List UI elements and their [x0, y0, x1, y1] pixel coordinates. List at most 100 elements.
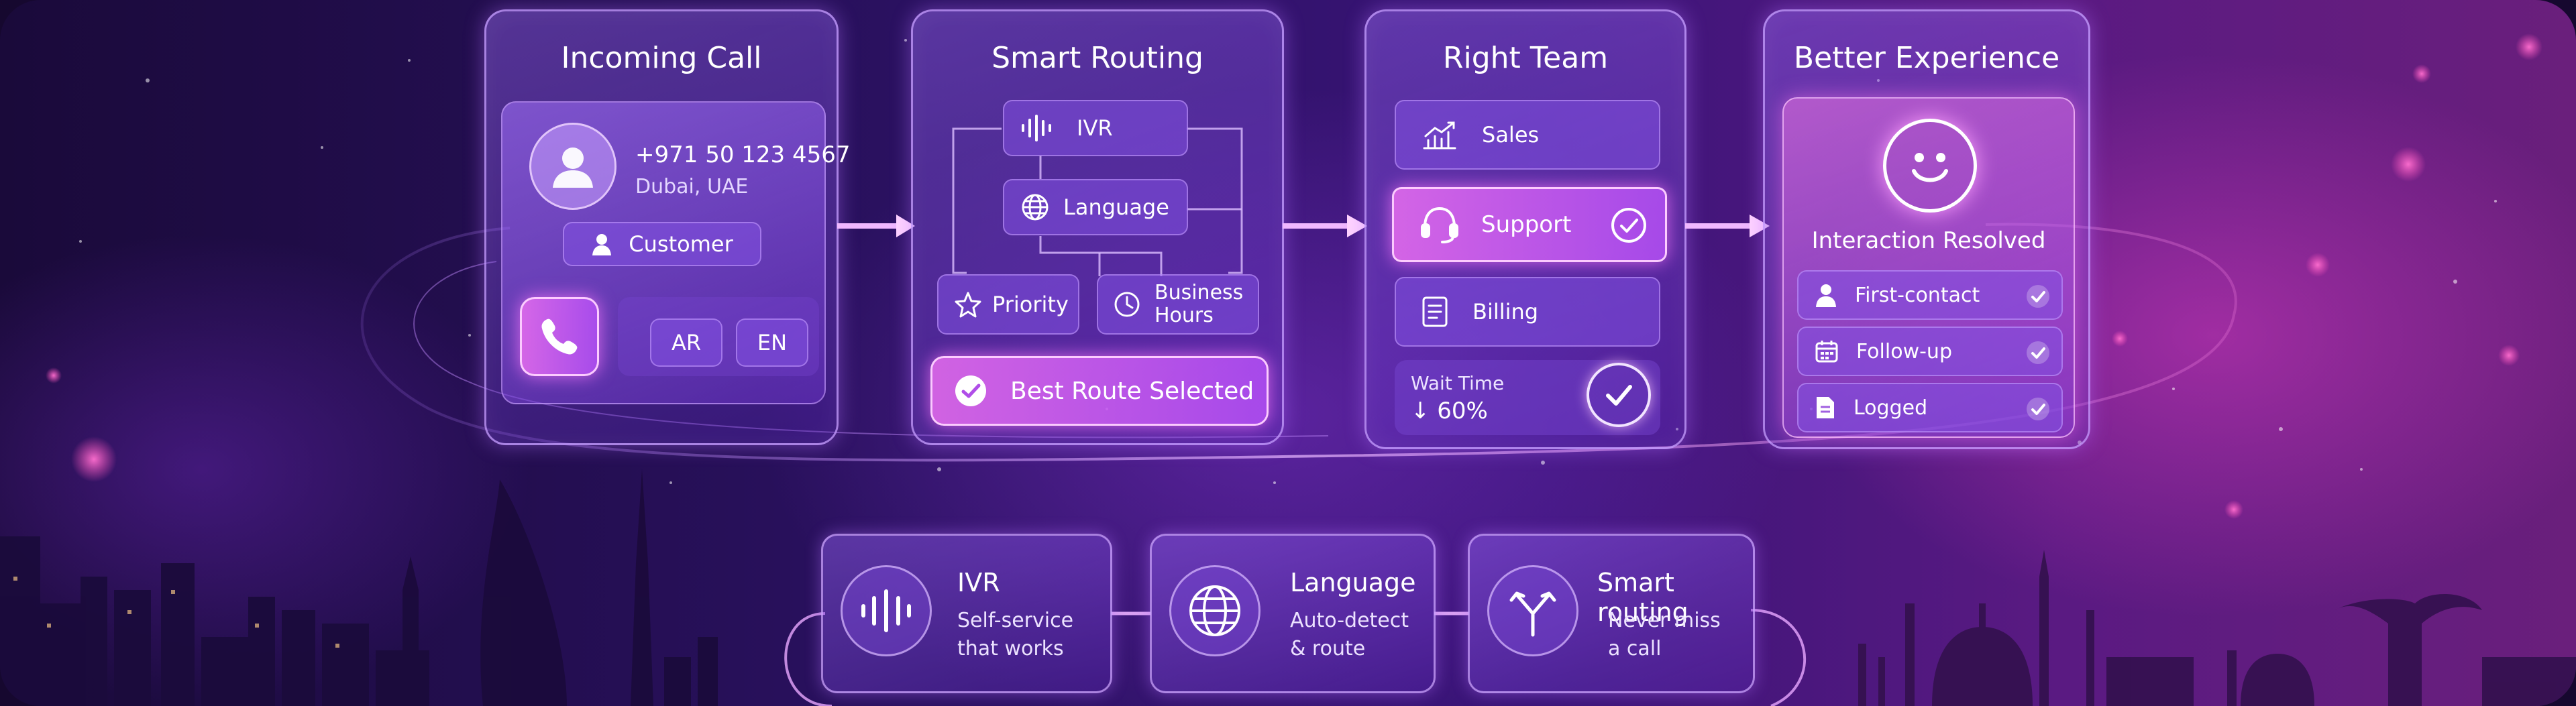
glow-orb — [71, 436, 117, 482]
routing-connectors — [952, 127, 1243, 276]
globe-icon — [1169, 565, 1260, 656]
language-chip-en[interactable]: EN — [736, 318, 808, 367]
person-icon — [1816, 284, 1836, 307]
business-hours-line: Business — [1155, 281, 1244, 304]
check-circle-icon — [2025, 340, 2051, 371]
business-hours-line: Hours — [1155, 304, 1214, 327]
stage-title: Better Experience — [1793, 41, 2060, 75]
waveform-icon — [1022, 115, 1051, 141]
feature-title: Smart routing — [1597, 568, 1688, 627]
feature-description-line: a call — [1608, 637, 1662, 660]
routing-node-label: Priority — [992, 292, 1069, 317]
flow-arrow — [837, 215, 915, 237]
caller-phone: +971 50 123 4567 — [635, 141, 851, 168]
feature-description-line: that works — [957, 637, 1064, 660]
feature-tile-ivr[interactable]: IVR Self-service that works — [821, 534, 1112, 693]
mosque-skyline — [1858, 550, 2576, 706]
waveform-icon — [841, 565, 932, 656]
feature-description: Auto-detect & route — [1290, 607, 1409, 663]
wait-time-label: Wait Time — [1411, 372, 1505, 394]
wait-time-value: ↓ 60% — [1411, 398, 1488, 424]
orbit-glow — [413, 261, 1329, 438]
calendar-icon — [1815, 341, 1838, 363]
orbit-glow — [360, 223, 2237, 462]
person-icon — [553, 148, 593, 188]
routing-node-language[interactable]: Language — [1003, 179, 1188, 235]
routing-node-business-hours[interactable]: Business Hours — [1097, 274, 1259, 335]
smiley-face-icon — [1883, 119, 1977, 213]
team-option-support[interactable]: Support — [1392, 187, 1667, 262]
document-icon — [1817, 397, 1834, 418]
stage-title: Incoming Call — [561, 41, 762, 75]
person-icon — [592, 234, 612, 255]
feature-tile-language[interactable]: Language Auto-detect & route — [1150, 534, 1436, 693]
best-route-selected-badge[interactable]: Best Route Selected — [930, 356, 1269, 426]
document-icon — [1422, 296, 1448, 327]
flow-arrow — [1283, 215, 1367, 237]
business-hours-text: Business Hours — [1155, 282, 1243, 327]
glow-orb — [2224, 500, 2243, 519]
stage-title: Right Team — [1442, 41, 1609, 75]
glow-orb — [2306, 253, 2330, 277]
caller-location: Dubai, UAE — [635, 175, 749, 198]
language-chip-ar[interactable]: AR — [650, 318, 722, 367]
check-circle-icon — [2025, 284, 2051, 314]
feature-description-line: Self-service — [957, 609, 1074, 632]
caller-avatar — [529, 123, 616, 210]
feature-description: Self-service that works — [957, 607, 1073, 663]
feature-tile-smart-routing[interactable]: Smart routing Never miss a call — [1468, 534, 1755, 693]
routing-node-priority[interactable]: Priority — [937, 274, 1079, 335]
glow-orb — [46, 367, 62, 384]
check-circle-icon — [2025, 396, 2051, 427]
wait-time-check-icon — [1587, 363, 1651, 427]
customer-tag: Customer — [563, 222, 761, 266]
team-option-sales[interactable]: Sales — [1395, 100, 1660, 170]
wait-time-panel: Wait Time ↓ 60% — [1395, 360, 1660, 435]
caller-panel: +971 50 123 4567 Dubai, UAE Customer AR … — [501, 101, 851, 404]
phone-icon — [541, 318, 578, 355]
stage-title: Smart Routing — [991, 41, 1203, 75]
selected-check-icon — [1610, 207, 1648, 244]
feature-title: IVR — [957, 568, 1000, 597]
skyline-lights — [13, 577, 339, 648]
check-circle-icon — [955, 375, 986, 406]
routing-node-label: Language — [1063, 194, 1169, 220]
routing-node-ivr[interactable]: IVR — [1003, 100, 1188, 156]
globe-icon — [1022, 194, 1049, 221]
outcome-label: First-contact — [1855, 283, 1980, 307]
outcome-label: Follow-up — [1856, 339, 1952, 363]
glow-orb — [2498, 345, 2520, 366]
outcome-first-contact: First-contact — [1797, 270, 2063, 320]
dubai-skyline — [0, 469, 718, 706]
customer-label: Customer — [629, 231, 733, 257]
team-label: Sales — [1482, 122, 1540, 148]
team-label: Billing — [1472, 299, 1539, 325]
feature-description-line: & route — [1290, 637, 1366, 660]
split-arrow-icon — [1487, 565, 1578, 656]
star-icon — [955, 292, 981, 318]
answer-call-button[interactable] — [520, 297, 599, 376]
team-option-billing[interactable]: Billing — [1395, 277, 1660, 347]
resolution-panel: Interaction Resolved First-contact Follo… — [1782, 97, 2075, 438]
interaction-resolved-label: Interaction Resolved — [1811, 227, 2046, 254]
stage-right-team: Right Team Sales Support Billing Wait Ti… — [1364, 9, 1686, 449]
flow-arrow — [1685, 215, 1770, 237]
stage-smart-routing: Smart Routing IVR Language Priority — [911, 9, 1284, 445]
glow-orb — [2391, 147, 2426, 182]
feature-title: Language — [1290, 568, 1416, 597]
feature-description-line: Auto-detect — [1290, 609, 1409, 632]
clock-icon — [1114, 292, 1140, 317]
feature-ring-glow — [784, 609, 1807, 706]
feature-description-line: Never miss — [1608, 609, 1721, 632]
glow-orb — [2112, 331, 2128, 347]
chart-up-icon — [1423, 121, 1456, 150]
outcome-follow-up: Follow-up — [1797, 327, 2063, 376]
outcome-label: Logged — [1854, 396, 1928, 420]
outcome-logged: Logged — [1797, 383, 2063, 432]
team-label: Support — [1481, 211, 1572, 238]
headset-icon — [1421, 207, 1458, 243]
routing-node-label: IVR — [1077, 115, 1113, 141]
